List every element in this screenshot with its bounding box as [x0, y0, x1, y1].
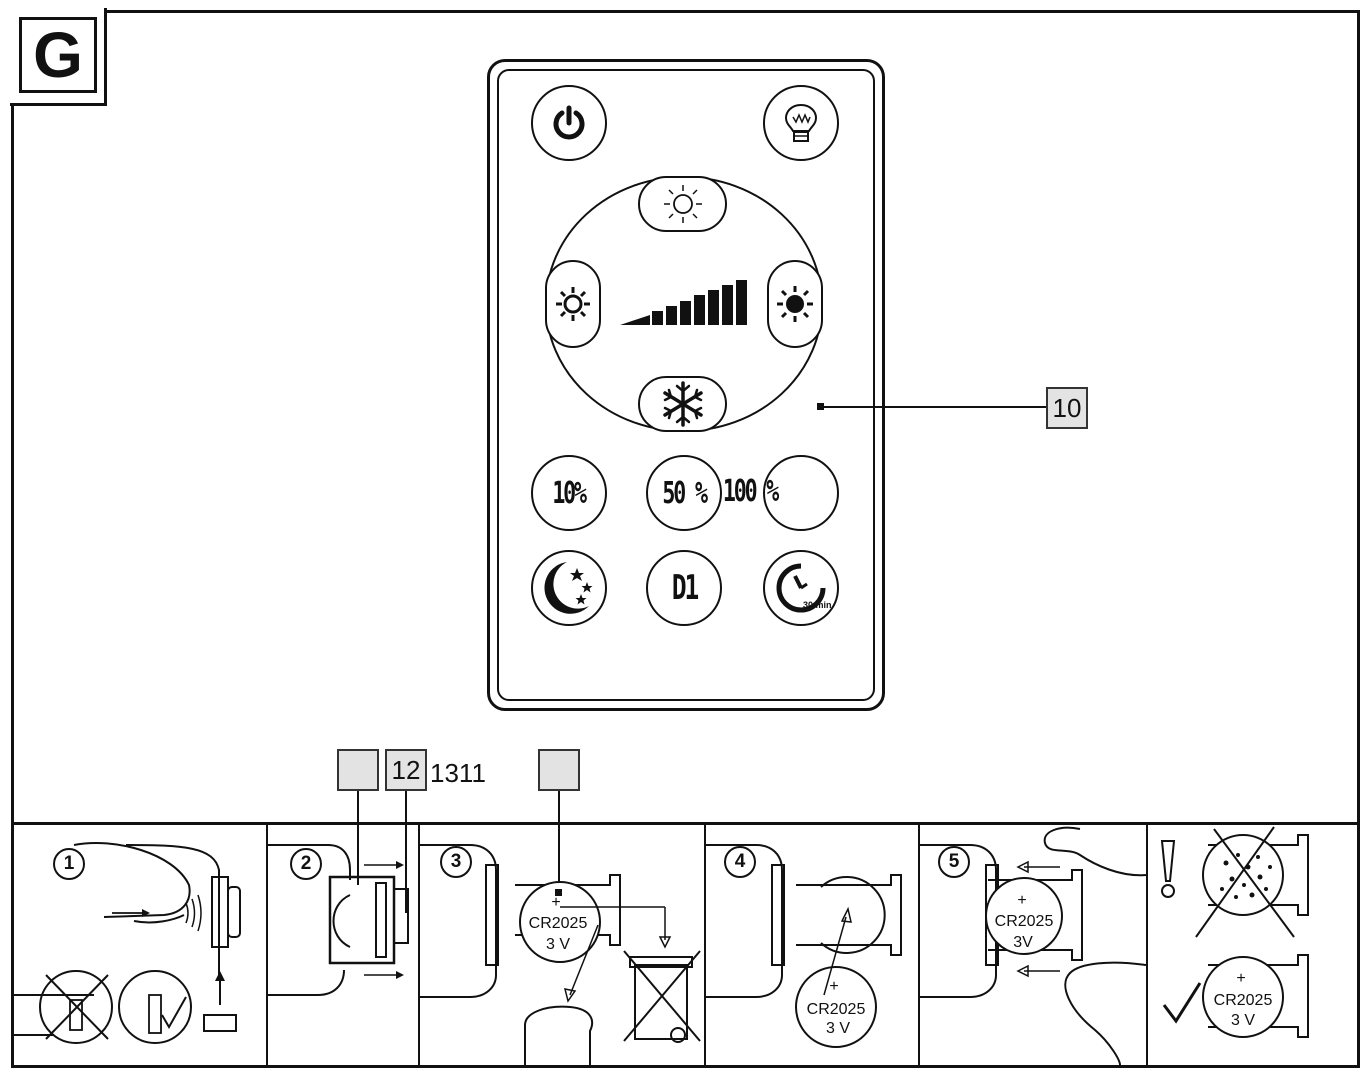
mode-d1-button[interactable]: D1: [646, 550, 722, 626]
step-3-number: 3: [440, 846, 472, 878]
callout-extra-text: 1311: [430, 758, 486, 788]
step-3-illustration: + CR2025 3 V: [420, 844, 701, 1065]
step-2-panel: 2: [268, 825, 418, 1065]
brightness-bars-icon: [620, 280, 747, 325]
step-4-battery-plus: +: [829, 978, 838, 995]
step-4-number: 4: [724, 846, 756, 878]
step-5-illustration: + CR2025 3V: [920, 826, 1146, 1065]
step-4-battery-voltage: 3 V: [826, 1020, 850, 1037]
callout-11-leader: [558, 791, 560, 893]
brightness-50-label: 50 %: [662, 475, 708, 511]
snowflake-icon: [662, 381, 703, 427]
warning-battery-model: CR2025: [1214, 992, 1273, 1009]
section-label-box: G: [10, 8, 107, 106]
callout-13-leader: [357, 791, 359, 885]
figure-frame: [11, 10, 1360, 1068]
steps-strip: [11, 822, 1360, 1068]
sun-small-icon: [556, 287, 590, 321]
power-button[interactable]: [531, 85, 607, 161]
sun-large-icon: [777, 286, 813, 322]
callout-12-box: 12: [385, 749, 427, 791]
step-2-illustration: [268, 844, 409, 996]
step-1-illustration: [14, 841, 241, 1044]
timer-icon-text: 30 min: [803, 600, 831, 610]
step-4-panel: + CR2025 3 V 4: [706, 825, 918, 1065]
step-2-number: 2: [290, 848, 322, 880]
brightness-100-label: 100 %: [722, 474, 779, 509]
step-5-battery-plus: +: [1017, 892, 1026, 909]
step-divider: [418, 822, 420, 1068]
step-5-number: 5: [938, 846, 970, 878]
callout-12-leader: [405, 791, 407, 913]
remote-inner-border: [497, 69, 875, 701]
warning-battery-plus: +: [1236, 970, 1245, 987]
light-bulb-button[interactable]: [763, 85, 839, 161]
timer-button[interactable]: 30 min: [763, 550, 839, 626]
step-3-panel: + CR2025 3 V 3: [420, 825, 704, 1065]
callout-10-dot: [817, 403, 824, 410]
step-3-battery-voltage: 3 V: [546, 936, 570, 953]
step-5-battery-model: CR2025: [995, 913, 1054, 930]
brightness-50-button[interactable]: 50 %: [646, 455, 722, 531]
night-mode-button[interactable]: [531, 550, 607, 626]
warning-panel: + CR2025 3 V: [1148, 825, 1358, 1065]
step-5-battery-voltage: 3V: [1013, 934, 1033, 951]
step-4-illustration: + CR2025 3 V: [706, 844, 902, 1048]
warning-exclamation-icon: [1160, 840, 1176, 898]
checkmark-icon: [1162, 982, 1202, 1024]
callout-11-dot: [555, 889, 562, 896]
brightness-100-button[interactable]: [763, 455, 839, 531]
moon-stars-icon: [544, 562, 593, 614]
brightness-10-button[interactable]: 10%: [531, 455, 607, 531]
step-3-battery-plus: +: [551, 894, 560, 911]
step-divider: [1146, 822, 1148, 1068]
step-1-panel: 1: [14, 825, 266, 1065]
callout-13-box: [337, 749, 379, 791]
section-letter: G: [19, 17, 97, 93]
bulb-icon: [784, 103, 818, 142]
remote-control: [487, 59, 885, 711]
color-cool-button[interactable]: [638, 376, 727, 432]
color-warm-button[interactable]: [638, 176, 727, 232]
warning-illustration: + CR2025 3 V: [1160, 826, 1309, 1038]
warning-battery-voltage: 3 V: [1231, 1012, 1255, 1029]
mode-d1-label: D1: [671, 568, 698, 608]
timer-icon: 30 min: [776, 563, 831, 613]
callout-10-leader: [823, 406, 1047, 408]
brightness-down-button[interactable]: [545, 260, 601, 348]
step-divider: [918, 822, 920, 1068]
step-5-panel: + CR2025 3V 5: [920, 825, 1146, 1065]
step-divider: [704, 822, 706, 1068]
brightness-10-label: 10%: [552, 475, 588, 511]
sun-outline-icon: [663, 185, 702, 223]
step-divider: [266, 822, 268, 1068]
step-3-battery-model: CR2025: [529, 915, 588, 932]
callout-11-box: [538, 749, 580, 791]
callout-10-box: 10: [1046, 387, 1088, 429]
step-1-number: 1: [53, 848, 85, 880]
brightness-up-button[interactable]: [767, 260, 823, 348]
step-4-battery-model: CR2025: [807, 1001, 866, 1018]
power-icon: [553, 105, 585, 140]
